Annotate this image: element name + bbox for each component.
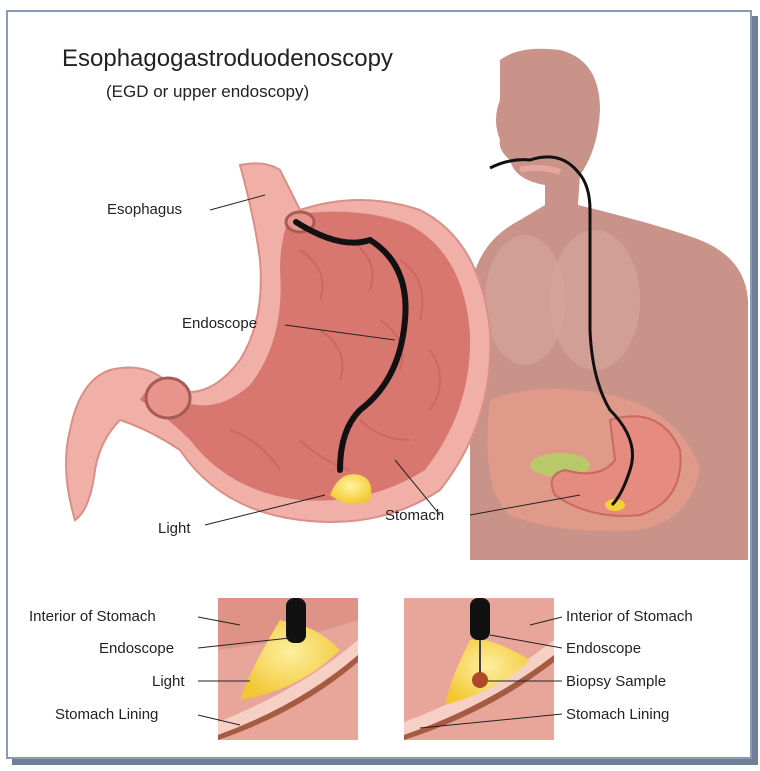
inset-left-label-endoscope: Endoscope: [99, 640, 174, 658]
inset-right-label-biopsy: Biopsy Sample: [566, 673, 666, 691]
inset-left-endoscope-tip: [286, 598, 306, 643]
label-light: Light: [158, 520, 191, 538]
figure-subtitle: (EGD or upper endoscopy): [106, 82, 309, 102]
inset-left-label-interior: Interior of Stomach: [29, 608, 156, 626]
inset-right-label-interior: Interior of Stomach: [566, 608, 693, 626]
inset-right-endoscope-tip: [470, 598, 490, 640]
label-stomach: Stomach: [385, 507, 444, 525]
inset-right-label-endoscope: Endoscope: [566, 640, 641, 658]
inset-left-label-lining: Stomach Lining: [55, 706, 158, 724]
label-endoscope: Endoscope: [182, 315, 257, 333]
figure-title: Esophagogastroduodenoscopy: [62, 45, 393, 73]
inset-right-label-lining: Stomach Lining: [566, 706, 669, 724]
body-silhouette: [470, 49, 748, 560]
inset-right-art: [404, 598, 554, 740]
biopsy-sample: [472, 672, 488, 688]
inset-left-label-light: Light: [152, 673, 185, 691]
label-esophagus: Esophagus: [107, 201, 182, 219]
inset-left-art: [218, 598, 358, 740]
lung-left: [485, 235, 565, 365]
